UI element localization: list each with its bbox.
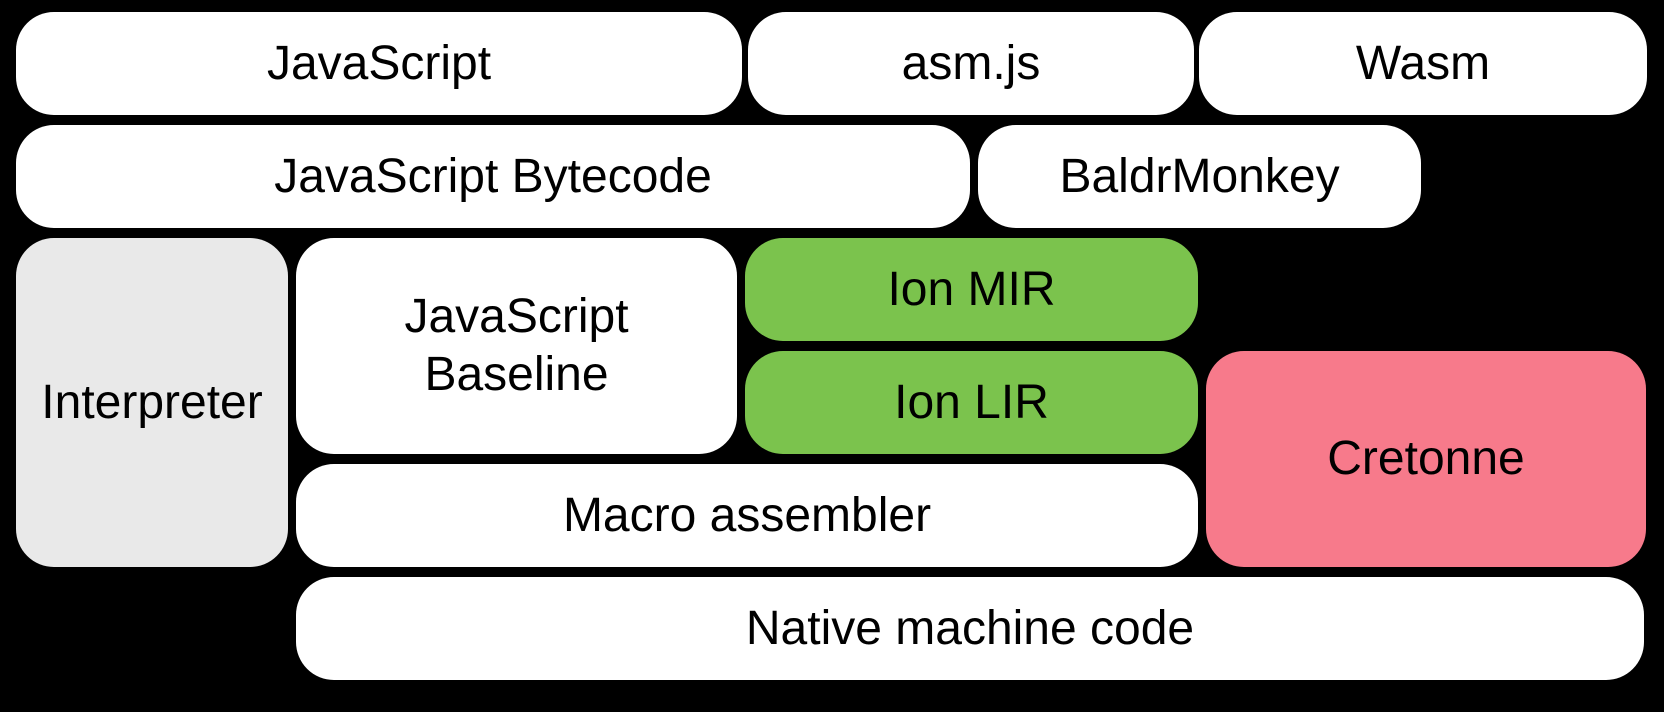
node-javascript-baseline-label: JavaScript Baseline	[404, 290, 629, 401]
node-macro-assembler: Macro assembler	[296, 464, 1198, 567]
node-javascript-bytecode-label: JavaScript Bytecode	[274, 149, 712, 203]
node-ion-lir-label: Ion LIR	[894, 375, 1049, 429]
node-ion-lir: Ion LIR	[745, 351, 1198, 454]
node-cretonne: Cretonne	[1206, 351, 1646, 567]
node-native-machine-code-label: Native machine code	[745, 601, 1195, 655]
node-ion-mir: Ion MIR	[745, 238, 1198, 341]
node-asmjs: asm.js	[748, 12, 1194, 115]
node-macro-assembler-label: Macro assembler	[562, 488, 932, 542]
node-cretonne-label: Cretonne	[1327, 432, 1525, 486]
node-javascript-baseline: JavaScript Baseline	[296, 238, 737, 454]
node-javascript-bytecode: JavaScript Bytecode	[16, 125, 970, 228]
node-baldrmonkey-label: BaldrMonkey	[1059, 149, 1340, 203]
node-javascript-label: JavaScript	[266, 36, 492, 90]
node-interpreter-label: Interpreter	[41, 375, 263, 429]
node-wasm: Wasm	[1199, 12, 1647, 115]
node-javascript: JavaScript	[16, 12, 742, 115]
node-asmjs-label: asm.js	[901, 36, 1041, 90]
node-ion-mir-label: Ion MIR	[887, 262, 1056, 316]
node-native-machine-code: Native machine code	[296, 577, 1644, 680]
node-interpreter: Interpreter	[16, 238, 288, 567]
node-baldrmonkey: BaldrMonkey	[978, 125, 1421, 228]
node-wasm-label: Wasm	[1355, 36, 1491, 90]
